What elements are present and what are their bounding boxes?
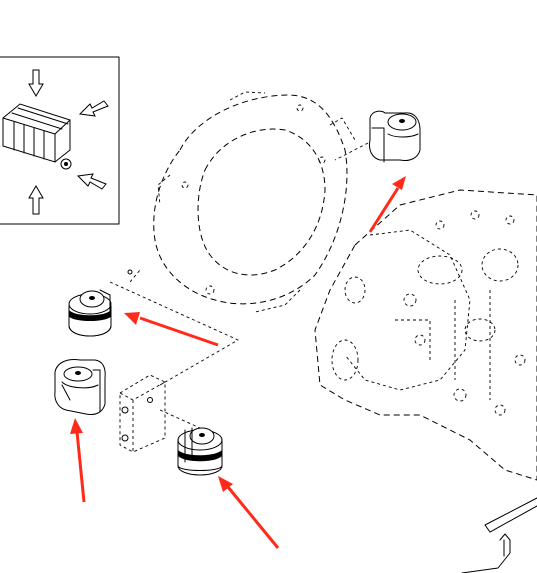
direction-arrow-icon	[76, 173, 107, 190]
rubber-mount	[68, 289, 112, 337]
callout-arrow-icon	[218, 476, 280, 549]
center-mount-block	[119, 374, 166, 453]
inset-detail-box	[0, 56, 120, 225]
rubber-mount	[369, 110, 421, 163]
leader-lines	[109, 142, 369, 429]
direction-arrow-icon	[28, 185, 44, 215]
flywheel-housing	[153, 91, 356, 313]
callout-arrow-icon	[70, 418, 86, 503]
engine-block	[314, 189, 537, 481]
support-bracket	[461, 497, 537, 573]
callout-arrow-icon	[368, 176, 406, 233]
callout-arrow-icon	[124, 312, 219, 347]
inset-mount-block	[2, 103, 72, 170]
rubber-mount	[54, 359, 106, 415]
rubber-mount	[177, 427, 223, 476]
direction-arrow-icon	[78, 100, 109, 117]
direction-arrow-icon	[28, 69, 44, 97]
